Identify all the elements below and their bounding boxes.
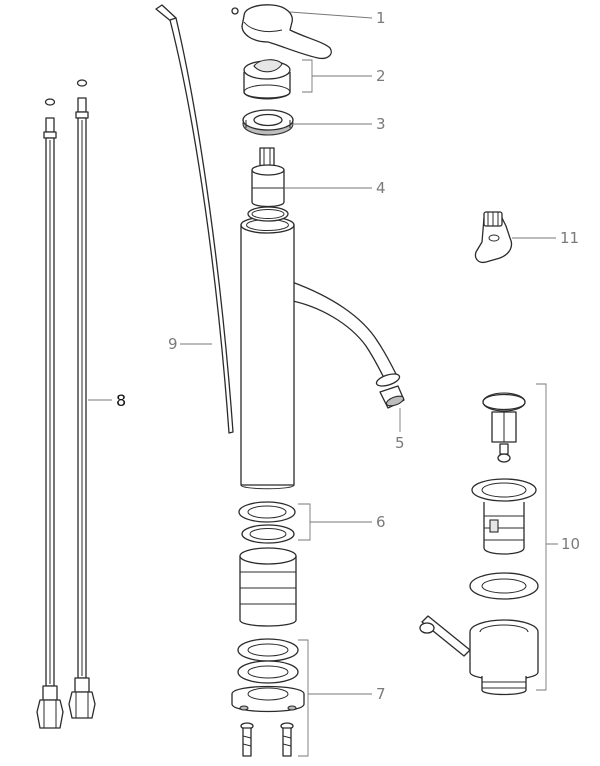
faucet-body xyxy=(240,206,397,490)
lever-handle-part-1 xyxy=(231,4,332,60)
supply-hoses-part-8 xyxy=(36,79,96,729)
callout-2: 2 xyxy=(376,67,386,85)
callout-9: 9 xyxy=(168,335,178,353)
callout-1: 1 xyxy=(376,9,386,27)
cartridge-key-part-11 xyxy=(474,211,513,264)
threaded-shank xyxy=(239,547,297,627)
lift-rod-part-9 xyxy=(155,4,234,434)
cartridge-part-4 xyxy=(251,147,285,208)
mounting-set-part-7 xyxy=(231,638,305,757)
callout-10: 10 xyxy=(561,535,580,553)
callout-6: 6 xyxy=(376,513,386,531)
callout-8: 8 xyxy=(116,391,126,410)
leader-lines xyxy=(88,11,558,757)
callout-5: 5 xyxy=(395,434,405,452)
popup-waste-part-10 xyxy=(419,392,539,696)
base-gasket-part-6 xyxy=(238,501,296,544)
callout-11: 11 xyxy=(560,229,579,247)
aerator-part-5 xyxy=(375,373,405,409)
handle-adapter-part-2 xyxy=(243,59,291,100)
callout-4: 4 xyxy=(376,179,386,197)
callout-7: 7 xyxy=(376,685,386,703)
callout-3: 3 xyxy=(376,115,386,133)
cartridge-nut-part-3 xyxy=(242,109,294,136)
callout-labels: 1 2 3 4 5 6 7 8 9 10 11 xyxy=(116,9,580,703)
